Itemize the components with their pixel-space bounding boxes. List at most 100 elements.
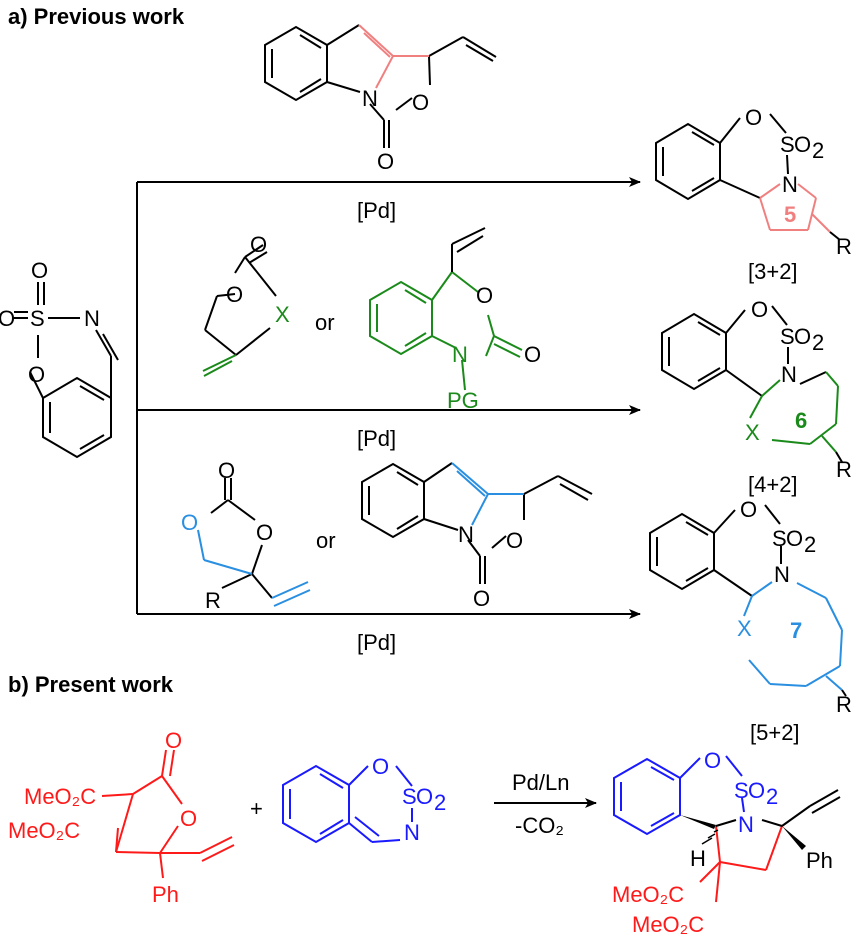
subscript-2: 2 (804, 532, 816, 557)
atom-N: N (84, 306, 100, 331)
atom-N: N (782, 172, 798, 197)
atom-S: S (780, 324, 795, 349)
protecting-group: PG (447, 388, 479, 413)
cyclic-sulfamidate-imine (14, 282, 119, 459)
atom-S: S (772, 526, 787, 551)
atom-O: O (226, 282, 243, 307)
section-a-title: a) Previous work (8, 4, 185, 29)
ring-size-5: 5 (784, 202, 796, 227)
product-present (613, 755, 745, 836)
condition-pd-middle: [Pd] (357, 426, 396, 451)
atom-O: O (745, 105, 762, 130)
methylene-cyclic-carbonate (204, 244, 277, 356)
condition-pd-ln: Pd/Ln (512, 770, 570, 795)
atom-S: S (30, 306, 45, 331)
annulation-3-2: [3+2] (748, 259, 798, 284)
vinyl-group-mid (451, 227, 486, 272)
atom-O: O (476, 283, 493, 308)
ester-meo2c-1: MeO₂C (612, 882, 684, 907)
atom-O: O (751, 297, 768, 322)
subscript-2: 2 (766, 784, 778, 809)
wedge-bond-ph (782, 826, 806, 850)
ester-meo2c-2: MeO₂C (632, 912, 704, 937)
or-bottom: or (316, 528, 336, 553)
atom-N: N (362, 86, 378, 111)
wedge-bond (680, 815, 716, 829)
hash-bond (701, 829, 719, 845)
atom-X: X (737, 616, 752, 641)
atom-N: N (738, 812, 754, 837)
reacting-bond-bottom (451, 462, 524, 526)
plus-sign: + (250, 796, 263, 821)
atom-O: O (786, 526, 803, 551)
atom-N: N (404, 820, 420, 845)
annulation-5-2: [5+2] (750, 720, 800, 745)
vinyl-ethylene-carbonate (210, 478, 273, 599)
atom-N: N (774, 562, 790, 587)
atom-O: O (28, 362, 45, 387)
atom-H: H (690, 846, 706, 871)
exo-methylene-green (202, 354, 237, 377)
phenyl-label: Ph (152, 882, 179, 907)
atom-O: O (748, 778, 765, 803)
pyrrolidine-ring-pink (759, 183, 831, 233)
atom-O: O (31, 258, 48, 283)
atom-O: O (524, 342, 541, 367)
atom-O: O (372, 754, 389, 779)
atom-O: O (506, 528, 523, 553)
atom-O: O (473, 586, 490, 611)
atom-S: S (734, 778, 749, 803)
condition-pd-top: [Pd] (357, 198, 396, 223)
R-bond (829, 231, 841, 241)
atom-O: O (165, 728, 182, 753)
atom-O: O (416, 784, 433, 809)
atom-O: O (794, 132, 811, 157)
R-bond (835, 451, 843, 463)
branching-arrows (136, 177, 641, 619)
or-middle: or (315, 310, 335, 335)
product-5-2 (649, 504, 782, 597)
ring-size-6: 6 (795, 408, 807, 433)
R-bond (841, 689, 847, 697)
atom-N: N (458, 522, 474, 547)
atom-O: O (181, 510, 198, 535)
reacting-bond-top (358, 24, 429, 89)
ester-meo2c-2: MeO₂C (8, 818, 80, 843)
product-3-2 (655, 113, 789, 201)
azepane-ring-cyan (743, 581, 843, 691)
atom-S: S (402, 784, 417, 809)
vinyl-oxazolidinone-indole-bottom (361, 462, 593, 584)
atom-O: O (180, 806, 197, 831)
condition-co2: -CO₂ (515, 813, 564, 838)
ring-size-7: 7 (790, 618, 802, 643)
atom-O: O (256, 520, 273, 545)
atom-N: N (781, 362, 797, 387)
atom-X: X (745, 420, 760, 445)
atom-O: O (704, 748, 721, 773)
subscript-2: 2 (434, 790, 446, 815)
product-4-2 (661, 305, 827, 397)
pyrrolidine-red (699, 825, 783, 903)
atom-O: O (218, 458, 235, 483)
cyclic-sulfamidate-imine-blue (282, 764, 413, 844)
piperidine-ring-green (749, 371, 839, 453)
atom-O: O (740, 497, 757, 522)
atom-O: O (377, 149, 394, 174)
atom-O: O (412, 90, 429, 115)
vinyl-oxazolidinone-indole-top (264, 24, 497, 148)
ester-meo2c-1: MeO₂C (24, 784, 96, 809)
atom-R: R (836, 692, 852, 717)
product-bonds-black (715, 789, 841, 827)
subscript-2: 2 (812, 330, 824, 355)
atom-R: R (836, 234, 852, 259)
carbonate-ring-cyan (197, 529, 311, 607)
atom-X: X (275, 302, 290, 327)
phenyl-label: Ph (806, 848, 833, 873)
atom-R: R (205, 588, 221, 613)
atom-O: O (250, 232, 267, 257)
condition-pd-bottom: [Pd] (357, 630, 396, 655)
vinyl-benzoxazinone (369, 271, 523, 391)
atom-S: S (780, 132, 795, 157)
